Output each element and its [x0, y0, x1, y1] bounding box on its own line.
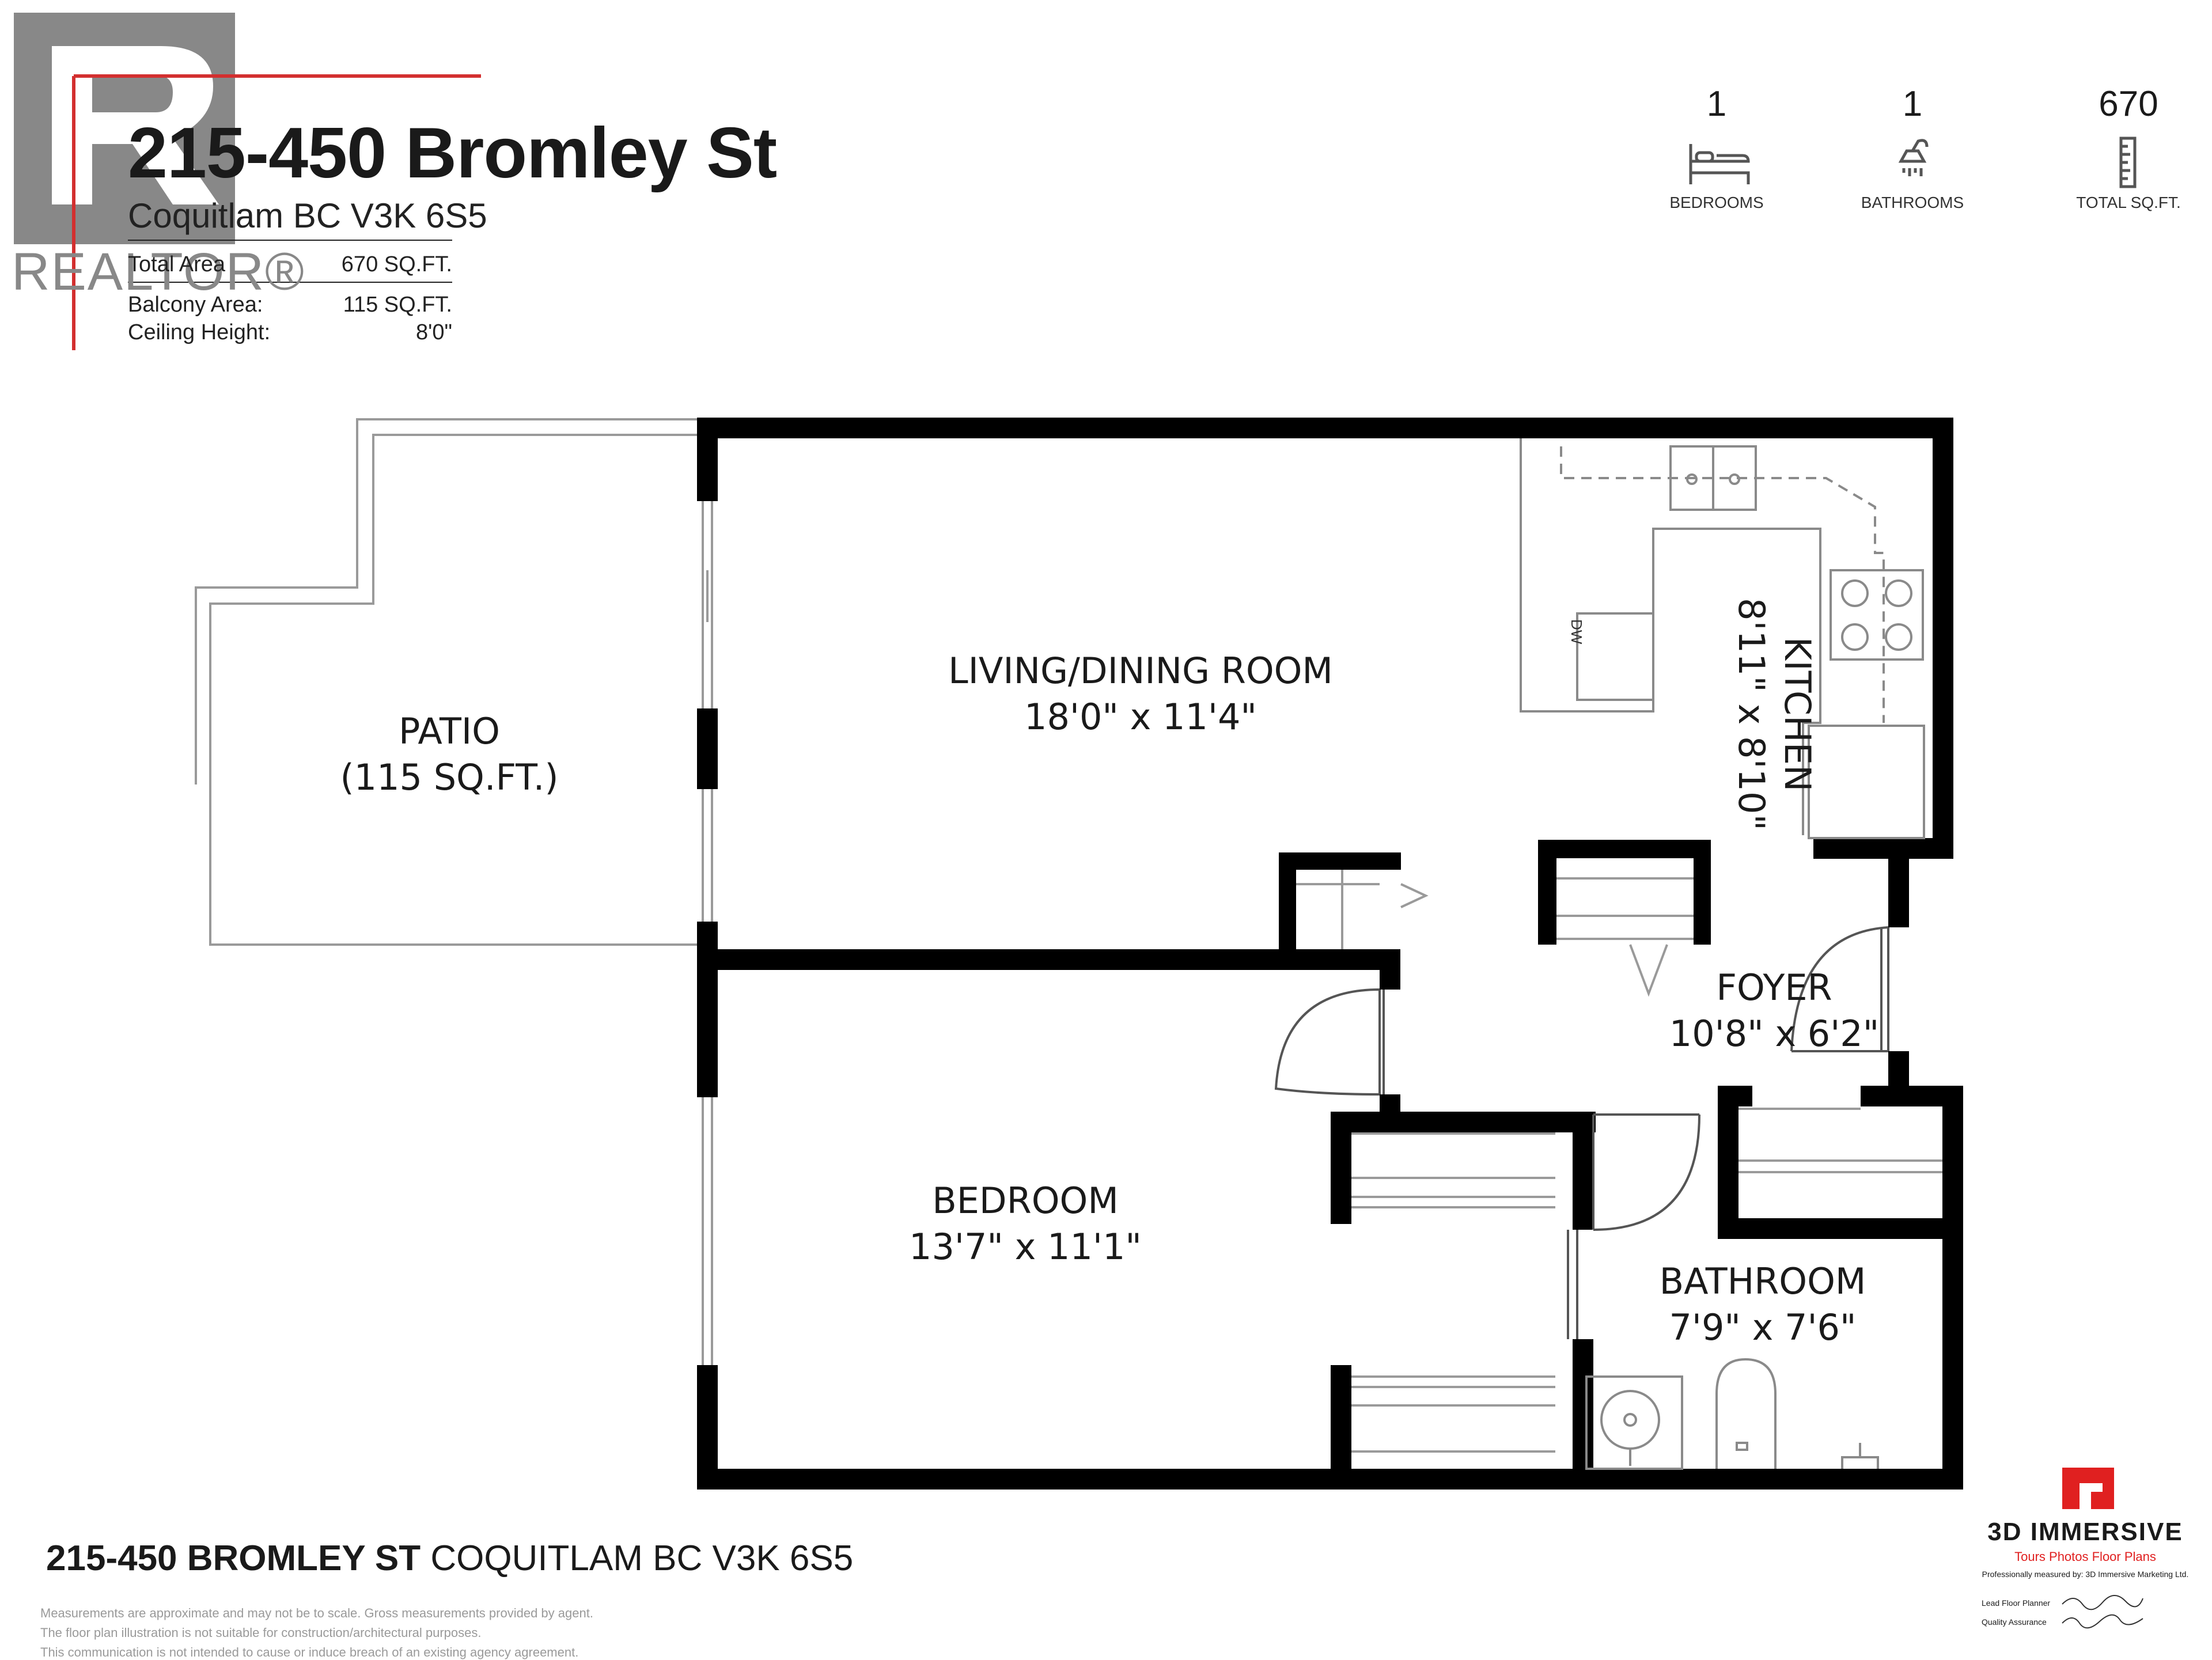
patio-outline — [195, 418, 697, 946]
room-kitchen-name: KITCHEN — [1777, 636, 1819, 792]
room-kitchen: KITCHEN 8'11" x 8'10" — [1728, 541, 1820, 887]
kitchen-fixtures — [1520, 438, 1925, 839]
room-foyer: FOYER 10'8" x 6'2" — [1630, 965, 1918, 1057]
disclaimer-line-3: This communication is not intended to ca… — [40, 1645, 579, 1659]
room-living-name: LIVING/DINING ROOM — [948, 650, 1333, 692]
dishwasher-label: DW — [1568, 619, 1585, 645]
disclaimer-line-2: The floor plan illustration is not suita… — [40, 1625, 482, 1640]
room-kitchen-size: 8'11" x 8'10" — [1730, 598, 1772, 831]
stat-bathrooms-value: 1 — [1902, 84, 1923, 124]
entry-door — [1790, 926, 1889, 1052]
stat-icons — [1689, 137, 2137, 188]
disclaimer-line-1: Measurements are approximate and may not… — [40, 1606, 593, 1620]
interior-walls — [697, 840, 1948, 1489]
3d-immersive-logo-icon — [2062, 1468, 2114, 1509]
room-bedroom: BEDROOM 13'7" x 11'1" — [876, 1178, 1175, 1270]
quality-label: Quality Assurance — [1982, 1617, 2047, 1627]
toilet — [1715, 1358, 1777, 1469]
room-foyer-size: 10'8" x 6'2" — [1669, 1013, 1880, 1055]
bathroom-door — [1592, 1114, 1700, 1231]
bathroom-fixtures — [1585, 1358, 1879, 1470]
room-bathroom-name: BATHROOM — [1659, 1260, 1866, 1302]
window-lines — [702, 501, 713, 1365]
address-title: 215-450 Bromley St — [128, 113, 777, 193]
fridge — [1808, 725, 1925, 839]
ruler-icon — [2119, 137, 2137, 188]
signatures — [2062, 1595, 2143, 1629]
room-bedroom-name: BEDROOM — [932, 1180, 1119, 1222]
room-patio-size: (115 SQ.FT.) — [340, 756, 559, 798]
stat-bedrooms-value: 1 — [1706, 84, 1727, 124]
bedroom-door — [1274, 988, 1381, 1096]
bed-icon — [1689, 144, 1750, 184]
city-line: Coquitlam BC V3K 6S5 — [128, 196, 487, 235]
room-living: LIVING/DINING ROOM 18'0" x 11'4" — [881, 648, 1400, 740]
footer-address: 215-450 BROMLEY ST COQUITLAM BC V3K 6S5 — [46, 1538, 853, 1579]
dishwasher — [1576, 612, 1654, 701]
stat-sqft-value: 670 — [2099, 84, 2158, 124]
stat-bathrooms: 1 BATHROOMS — [1838, 84, 1987, 212]
room-bedroom-size: 13'7" x 11'1" — [909, 1226, 1142, 1268]
room-patio: PATIO (115 SQ.FT.) — [300, 708, 599, 801]
room-living-size: 18'0" x 11'4" — [1024, 696, 1257, 738]
closet-shelves — [1296, 870, 1942, 1453]
stove — [1830, 569, 1924, 661]
room-bathroom-size: 7'9" x 7'6" — [1669, 1306, 1857, 1348]
area-row-balcony: Balcony Area:115 SQ.FT. — [128, 293, 452, 317]
stat-bedrooms-label: BEDROOMS — [1669, 194, 1764, 211]
footer-address-street: 215-450 BROMLEY ST — [46, 1538, 421, 1578]
tub-tap — [1841, 1443, 1879, 1469]
realtor-logo — [14, 13, 481, 350]
stat-bathrooms-label: BATHROOMS — [1861, 194, 1964, 211]
stat-sqft: 670 TOTAL SQ.FT. — [2054, 84, 2203, 212]
vanity — [1585, 1375, 1683, 1470]
room-foyer-name: FOYER — [1716, 967, 1832, 1009]
stat-sqft-label: TOTAL SQ.FT. — [2076, 194, 2181, 211]
area-row-ceiling: Ceiling Height:8'0" — [128, 320, 452, 344]
shower-icon — [1898, 139, 1929, 176]
footer-address-city: COQUITLAM BC V3K 6S5 — [430, 1538, 854, 1578]
brand-measured-by: Professionally measured by: 3D Immersive… — [1982, 1570, 2189, 1579]
room-bathroom: BATHROOM 7'9" x 7'6" — [1613, 1259, 1912, 1351]
stat-bedrooms: 1 BEDROOMS — [1642, 84, 1791, 212]
room-patio-name: PATIO — [399, 710, 500, 752]
realtor-watermark: REALTOR® — [12, 242, 305, 301]
lead-planner-label: Lead Floor Planner — [1982, 1598, 2051, 1608]
brand-tagline: Tours Photos Floor Plans — [2014, 1549, 2156, 1564]
brand-name: 3D IMMERSIVE — [1987, 1518, 2183, 1546]
door-swings — [1274, 926, 1889, 1339]
